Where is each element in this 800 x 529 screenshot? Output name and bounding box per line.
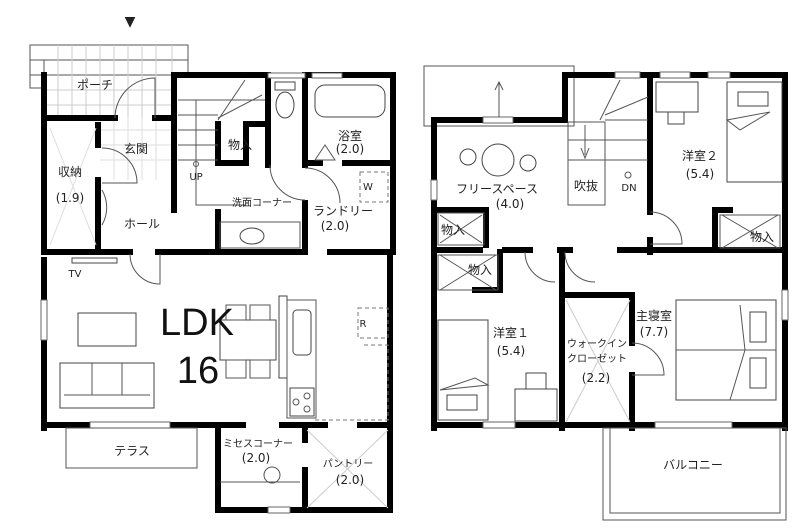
label-room1: 洋室１ [493, 325, 529, 340]
label-wic-size: (2.2) [582, 371, 610, 385]
label-storage: 収納 [58, 165, 82, 179]
sofa [59, 362, 155, 409]
labels-floor-2: フリースペース (4.0) 吹抜 DN 洋室２ (5.4) 物入 物入 物入 洋… [441, 148, 774, 472]
coffee-table [77, 312, 137, 347]
windows-floor-2 [430, 71, 789, 429]
fixtures-floor-2 [437, 79, 787, 521]
label-room2: 洋室２ [682, 148, 718, 163]
windows-floor-1 [40, 72, 343, 514]
label-closet-c: 物入 [468, 263, 492, 277]
toilet [275, 91, 295, 119]
stove [289, 387, 315, 417]
label-pantry-size: (2.0) [336, 473, 364, 487]
label-balcony: バルコニー [663, 458, 723, 472]
sink [292, 309, 312, 356]
label-laundry: ランドリー [313, 204, 373, 218]
floor-2: フリースペース (4.0) 吹抜 DN 洋室２ (5.4) 物入 物入 物入 洋… [423, 65, 789, 521]
label-porch: ポーチ [77, 78, 113, 92]
balcony-outline [602, 427, 787, 521]
label-mise-size: (2.0) [242, 451, 270, 465]
label-void: 吹抜 [574, 179, 598, 193]
doors-floor-1 [101, 77, 341, 285]
label-laundry-size: (2.0) [321, 219, 349, 233]
label-master-size: (7.7) [640, 325, 668, 339]
label-bath-size: (2.0) [336, 142, 364, 156]
label-room2-size: (5.4) [686, 167, 714, 181]
label-stairs-up: UP [189, 172, 202, 183]
label-wic-line2: クローゼット [567, 353, 627, 365]
label-entry: 玄関 [124, 141, 148, 156]
fridge [357, 307, 389, 339]
label-free-space: フリースペース [456, 182, 538, 196]
kitchen-counter [286, 299, 317, 419]
fixtures-floor-1: W R [49, 79, 390, 509]
label-tv: TV [68, 269, 82, 280]
entrance-marker: ▼ [125, 14, 136, 30]
label-pantry: パントリー [323, 458, 374, 470]
floor-1: ▼ [29, 14, 396, 514]
label-stairs-down: DN [621, 183, 636, 194]
label-bath: 浴室 [338, 128, 362, 143]
label-ldk: LDK [160, 302, 234, 344]
label-storage-size: (1.9) [56, 191, 84, 205]
upper-balcony-outline [423, 65, 575, 127]
washer-label: W [363, 182, 373, 193]
label-wic-line1: ウォークイン [567, 338, 627, 350]
desk [655, 81, 699, 113]
terrace-outline [65, 427, 198, 469]
porch-area [29, 44, 189, 180]
bathtub [314, 84, 386, 118]
tv [71, 257, 118, 264]
walls-floor-1 [41, 72, 396, 513]
doors-floor-2 [524, 211, 683, 376]
desk-room1 [514, 388, 558, 422]
round-table [481, 143, 515, 177]
label-room1-size: (5.4) [497, 344, 525, 358]
dining-table [219, 319, 277, 361]
label-hall: ホール [124, 217, 160, 231]
label-terrace: テラス [114, 444, 150, 458]
label-closet-b: 物入 [750, 230, 774, 244]
label-free-space-size: (4.0) [496, 197, 524, 211]
walls-floor-2 [431, 72, 788, 431]
wash-basin [239, 227, 265, 245]
label-washroom: 洗面コーナー [232, 197, 292, 209]
label-master: 主寝室 [636, 308, 672, 323]
label-closet-a: 物入 [441, 223, 465, 237]
washer [359, 171, 389, 203]
label-closet: 物入 [228, 138, 252, 152]
label-mise-corner: ミセスコーナー [223, 438, 293, 450]
labels-floor-1: ポーチ 玄関 収納 (1.9) ホール UP 物入 洗面コーナー 浴室 (2.0… [56, 78, 373, 487]
fridge-label: R [360, 319, 367, 330]
label-ldk-size: 16 [177, 350, 219, 392]
